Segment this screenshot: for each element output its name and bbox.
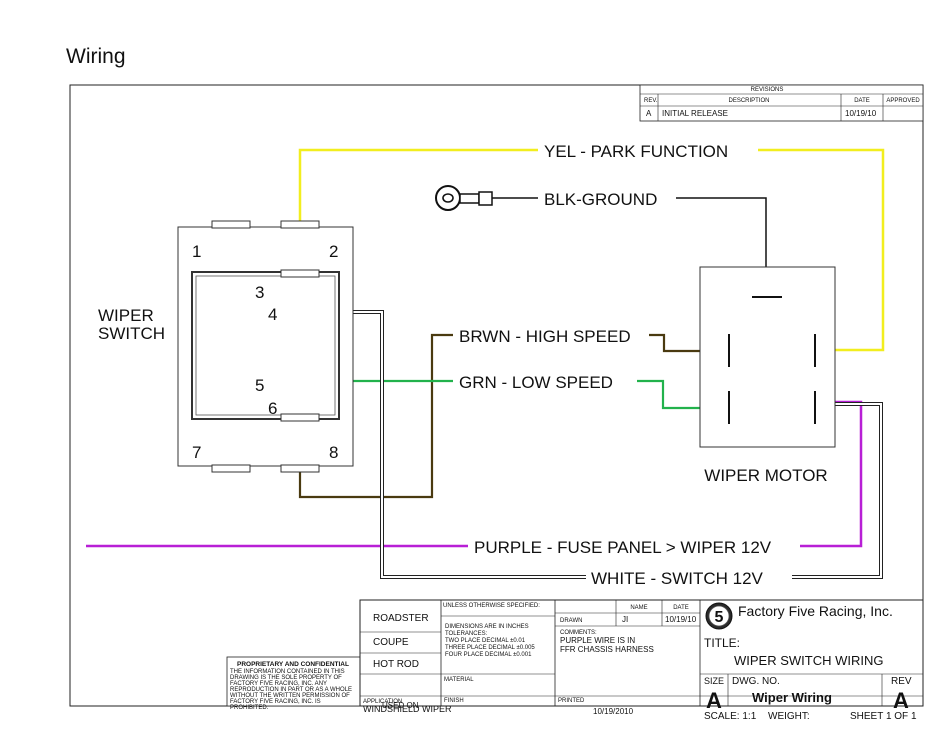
yellow-wire: [298, 148, 538, 222]
switch-pin-7: 7: [192, 443, 201, 462]
application-value: WINDSHIELD WIPER: [363, 704, 452, 714]
proprietary-line-4: REPRODUCTION IN PART OR AS A WHOLE: [230, 687, 352, 693]
proprietary-line-7: PROHIBITED.: [230, 705, 269, 711]
brown-wire-right: [649, 333, 728, 353]
finish-label: FINISH: [444, 698, 464, 704]
four-place-tolerance: FOUR PLACE DECIMAL ±0.001: [445, 652, 532, 658]
proprietary-line-1: THE INFORMATION CONTAINED IN THIS: [230, 669, 345, 675]
approved-col-header: APPROVED: [886, 98, 920, 104]
green-wire-right: [637, 379, 728, 410]
drawing-title: WIPER SWITCH WIRING: [734, 653, 884, 668]
weight-label: WEIGHT:: [768, 711, 810, 722]
model-roadster: ROADSTER: [373, 613, 429, 624]
application-label: APPLICATION: [363, 699, 402, 705]
company-name: Factory Five Racing, Inc.: [738, 603, 893, 619]
drawn-date: 10/19/10: [665, 615, 697, 624]
white-wire-label: WHITE - SWITCH 12V: [591, 569, 764, 588]
proprietary-line-6: FACTORY FIVE RACING, INC. IS: [230, 699, 321, 705]
description-col-header: DESCRIPTION: [728, 98, 769, 104]
used-on-label: USED ON: [382, 701, 419, 710]
size-label: SIZE: [704, 676, 724, 686]
title-block: [226, 599, 924, 707]
rev-value: A: [893, 688, 909, 713]
yellow-wire-label: YEL - PARK FUNCTION: [544, 142, 728, 161]
model-coupe: COUPE: [373, 637, 409, 648]
date-col-header: DATE: [854, 98, 870, 104]
three-place-tolerance: THREE PLACE DECIMAL ±0.005: [445, 645, 535, 651]
two-place-tolerance: TWO PLACE DECIMAL ±0.01: [445, 638, 526, 644]
ground-wire-right: [676, 197, 767, 297]
wiper-motor: [699, 266, 836, 448]
proprietary-line-3: FACTORY FIVE RACING, INC. ANY: [230, 681, 327, 687]
brown-wire: [298, 333, 453, 499]
switch-pin-4: 4: [268, 305, 277, 324]
title-label: TITLE:: [704, 636, 740, 650]
logo-numeral: 5: [715, 609, 724, 626]
name-col-header: NAME: [630, 605, 647, 611]
wiper-switch-label-line1: WIPER: [98, 306, 154, 325]
revisions-title: REVISIONS: [751, 87, 784, 93]
wiper-switch-label-line2: SWITCH: [98, 324, 165, 343]
model-hot-rod: HOT ROD: [373, 659, 419, 670]
switch-pin-6: 6: [268, 399, 277, 418]
proprietary-line-2: DRAWING IS THE SOLE PROPERTY OF: [230, 675, 342, 681]
revision-date: 10/19/10: [845, 109, 877, 118]
tolerances-label: TOLERANCES:: [445, 631, 488, 637]
switch-pin-1: 1: [192, 242, 201, 261]
printed-label: PRINTED: [558, 698, 585, 704]
material-label: MATERIAL: [444, 677, 474, 683]
proprietary-title: PROPRIETARY AND CONFIDENTIAL: [237, 661, 349, 668]
brown-wire-label: BRWN - HIGH SPEED: [459, 327, 631, 346]
printed-date: 10/19/2010: [593, 707, 634, 716]
dwg-no-label: DWG. NO.: [732, 676, 780, 687]
revision-description: INITIAL RELEASE: [662, 109, 728, 118]
revision-letter: A: [646, 109, 652, 118]
sheet-label: SHEET 1 OF 1: [850, 711, 917, 722]
rev-label: REV: [891, 676, 912, 687]
company-logo: 5: [705, 602, 733, 630]
dimensions-note: DIMENSIONS ARE IN INCHES: [445, 624, 529, 630]
switch-pin-3: 3: [255, 283, 264, 302]
page-heading: Wiring: [66, 45, 126, 68]
date-col-header-tb: DATE: [673, 605, 689, 611]
drawn-name: JI: [622, 615, 628, 624]
size-value: A: [706, 688, 722, 713]
wiper-switch: [177, 220, 354, 473]
rev-col-header: REV.: [644, 98, 658, 104]
wiper-motor-label: WIPER MOTOR: [704, 466, 827, 485]
proprietary-line-5: WITHOUT THE WRITTEN PERMISSION OF: [230, 693, 350, 699]
scale-label: SCALE: 1:1: [704, 711, 757, 722]
ground-ring-terminal: [435, 185, 493, 211]
yellow-wire-right: [758, 148, 885, 352]
switch-pin-5: 5: [255, 376, 264, 395]
switch-pin-8: 8: [329, 443, 338, 462]
purple-wire-label: PURPLE - FUSE PANEL > WIPER 12V: [474, 538, 772, 557]
green-wire-label: GRN - LOW SPEED: [459, 373, 613, 392]
dwg-no-value: Wiper Wiring: [752, 690, 832, 705]
drawn-label: DRAWN: [560, 618, 582, 624]
comments-line-2: FFR CHASSIS HARNESS: [560, 645, 654, 654]
revisions-table: REVISIONS REV. DESCRIPTION DATE APPROVED…: [639, 84, 924, 122]
comments-label: COMMENTS:: [560, 630, 597, 636]
switch-pin-2: 2: [329, 242, 338, 261]
comments-line-1: PURPLE WIRE IS IN: [560, 636, 635, 645]
ground-wire-label: BLK-GROUND: [544, 190, 657, 209]
unless-specified: UNLESS OTHERWISE SPECIFIED:: [443, 603, 540, 609]
